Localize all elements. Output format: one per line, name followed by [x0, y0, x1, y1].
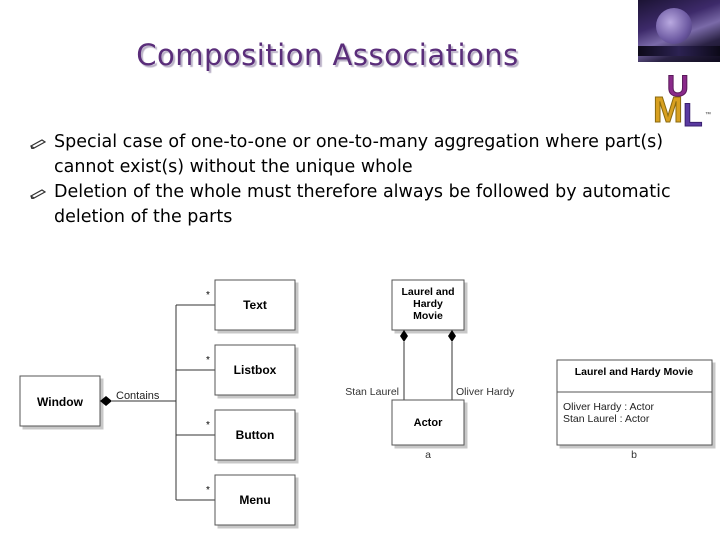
caption-b: b [631, 449, 637, 461]
menu-class-box [214, 474, 296, 526]
multiplicity-button: * [206, 420, 210, 431]
pencil-bullet-icon [30, 139, 47, 149]
movie-attr-class-name: Laurel and Hardy Movie [575, 366, 694, 378]
trademark-mark: ™ [705, 111, 711, 118]
window-composition-diagram: Window Contains * * * * Text Listbox But… [19, 279, 296, 526]
pencil-bullet-icon [30, 189, 47, 199]
role-label-right: Oliver Hardy [456, 386, 515, 398]
movie-attr-class-box [556, 359, 713, 446]
bullet-list: Special case of one-to-one or one-to-man… [30, 130, 710, 230]
button-class-name: Button [236, 428, 275, 442]
movie-actor-diagram-a: Laurel and Hardy Movie Stan Laurel Olive… [345, 279, 515, 461]
bullet-item-1: Special case of one-to-one or one-to-man… [30, 130, 710, 180]
association-label: Contains [116, 390, 160, 402]
class-attribute-2: Stan Laurel : Actor [563, 413, 650, 425]
text-class-name: Text [243, 298, 267, 312]
uml-logo-m: M [653, 89, 683, 130]
listbox-class-box [214, 344, 296, 396]
composition-diagrams: Window Contains * * * * Text Listbox But… [19, 279, 713, 526]
composition-diamond [100, 396, 112, 406]
caption-a: a [425, 449, 431, 461]
uml-logo-l: L [683, 97, 703, 132]
bullet-item-2: Deletion of the whole must therefore alw… [30, 180, 710, 230]
class-attribute-1: Oliver Hardy : Actor [563, 401, 655, 413]
uml-logo-u: U [667, 70, 689, 103]
button-class-box [214, 409, 296, 461]
listbox-class-name: Listbox [234, 363, 277, 377]
moon-shape [656, 8, 692, 44]
composition-diamond-left [400, 330, 408, 342]
movie-class-box [391, 279, 465, 331]
multiplicity-menu: * [206, 485, 210, 496]
window-class-box [19, 375, 101, 427]
logo-photo [638, 0, 720, 62]
horizon-shape [638, 46, 720, 56]
text-class-box [214, 279, 296, 331]
uml-logo: M U L ™ [653, 70, 712, 133]
bullet-text-2: Deletion of the whole must therefore alw… [54, 182, 671, 227]
movie-class-diagram-b: Laurel and Hardy Movie Oliver Hardy : Ac… [556, 359, 713, 461]
multiplicity-listbox: * [206, 355, 210, 366]
window-class-name: Window [37, 395, 84, 409]
slide-title: Composition Associations [136, 38, 519, 72]
movie-class-line-1: Laurel and [401, 286, 454, 298]
actor-class-box [391, 399, 465, 446]
bullet-text-1: Special case of one-to-one or one-to-man… [54, 132, 664, 177]
multiplicity-text: * [206, 290, 210, 301]
composition-diamond-right [448, 330, 456, 342]
movie-class-line-3: Movie [413, 310, 443, 322]
actor-class-name: Actor [414, 417, 443, 429]
movie-class-line-2: Hardy [413, 298, 443, 310]
menu-class-name: Menu [239, 493, 270, 507]
role-label-left: Stan Laurel [345, 386, 399, 398]
